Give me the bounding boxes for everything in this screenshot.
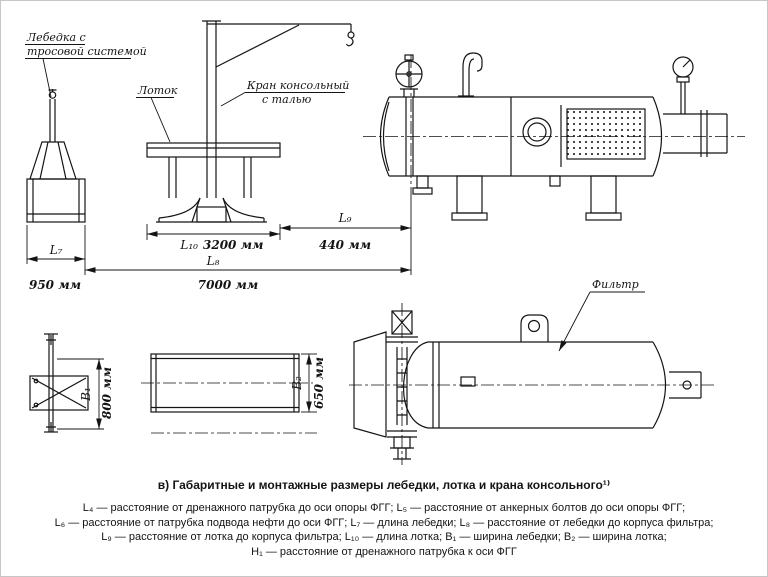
dim-label-L10: L₁₀ [179, 238, 198, 252]
anchor-mark-icon [46, 335, 56, 345]
winch-leader-line [42, 58, 52, 98]
dim-label-B2: B₂ [290, 376, 304, 391]
hoist-hook-icon [345, 37, 354, 47]
filter-label: Фильтр [592, 278, 639, 291]
anchor-mark-icon [46, 422, 56, 432]
legend-line-2: L₆ — расстояние от патрубка подвода нефт… [54, 516, 714, 529]
dim-value-800: 800 мм [100, 367, 114, 419]
tray-leader-line [150, 97, 171, 143]
winch-frame [29, 375, 89, 411]
crane-and-tray-view [146, 20, 355, 223]
lifting-lug [520, 314, 549, 342]
drawing-canvas: Лебедка с тросовой системой Лоток [25, 20, 745, 465]
winch-plan-view [29, 333, 89, 433]
filter-left-head [403, 341, 429, 429]
crane-leader-line [220, 92, 246, 107]
filter-mounting-plate [353, 331, 387, 438]
dim-value-7000: 7000 мм [198, 278, 258, 292]
filter-centerlines [349, 303, 717, 465]
filter-leader-line [558, 291, 591, 352]
crane-brace [215, 24, 300, 68]
figure-caption: в) Габаритные и монтажные размеры лебедк… [157, 478, 611, 492]
filter-right-head [652, 341, 667, 429]
crane-label-line2: с талью [262, 93, 312, 106]
legend-line-1: L₄ — расстояние от дренажного патрубка д… [82, 502, 686, 514]
vessel-side-view [379, 52, 728, 221]
dim-value-950: 950 мм [29, 278, 81, 292]
tray-plan-centerlines [141, 382, 317, 434]
tray-funnel [158, 197, 201, 219]
filter-label-group: Фильтр [558, 278, 645, 352]
b1-dimension: B₁ 800 мм [57, 358, 114, 430]
porthole [522, 117, 552, 147]
winch-label-group: Лебедка с тросовой системой [25, 31, 147, 98]
tray-label-group: Лоток [136, 84, 178, 143]
dim-label-L7: L₇ [49, 243, 63, 257]
perforated-plate [566, 108, 646, 160]
legend-line-4: H₁ — расстояние от дренажного патрубка к… [251, 545, 517, 558]
vessel-centerlines [363, 55, 745, 187]
legend-line-3: L₉ — расстояние от лотка до корпуса филь… [101, 531, 667, 543]
winch-label-line1: Лебедка с [26, 31, 86, 44]
dim-label-L9: L₉ [338, 211, 352, 225]
tray-plate [146, 142, 281, 158]
dim-value-3200: 3200 мм [203, 238, 263, 252]
b2-dimension: B₂ 650 мм [290, 353, 326, 413]
tray-label: Лоток [137, 84, 178, 97]
dim-value-650: 650 мм [312, 357, 326, 409]
hoist-pulley-icon [347, 31, 355, 39]
dim-value-440: 440 мм [319, 238, 371, 252]
top-dimensions: L₇ L₈ L₉ 440 мм L₁₀ 3200 мм 950 мм 7000 … [26, 187, 412, 292]
vessel-support [590, 175, 617, 214]
crane-label-group: Кран консольный с талью [220, 79, 349, 107]
valve-handwheel-icon [395, 54, 423, 97]
legend-block: L₄ — расстояние от дренажного патрубка д… [9, 501, 759, 559]
dim-label-B1: B₁ [79, 387, 93, 402]
pressure-gauge-icon [672, 56, 694, 114]
winch-label-line2: тросовой системой [27, 45, 147, 58]
winch-base [26, 178, 86, 223]
crane-label-line1: Кран консольный [246, 79, 349, 92]
vessel-support [456, 175, 483, 214]
filter-side-view [353, 310, 702, 460]
inlet-pipe-icon [458, 52, 483, 97]
winch-housing [29, 141, 77, 180]
dim-label-L8: L₈ [206, 254, 220, 268]
winch-elevation-view [26, 89, 86, 223]
